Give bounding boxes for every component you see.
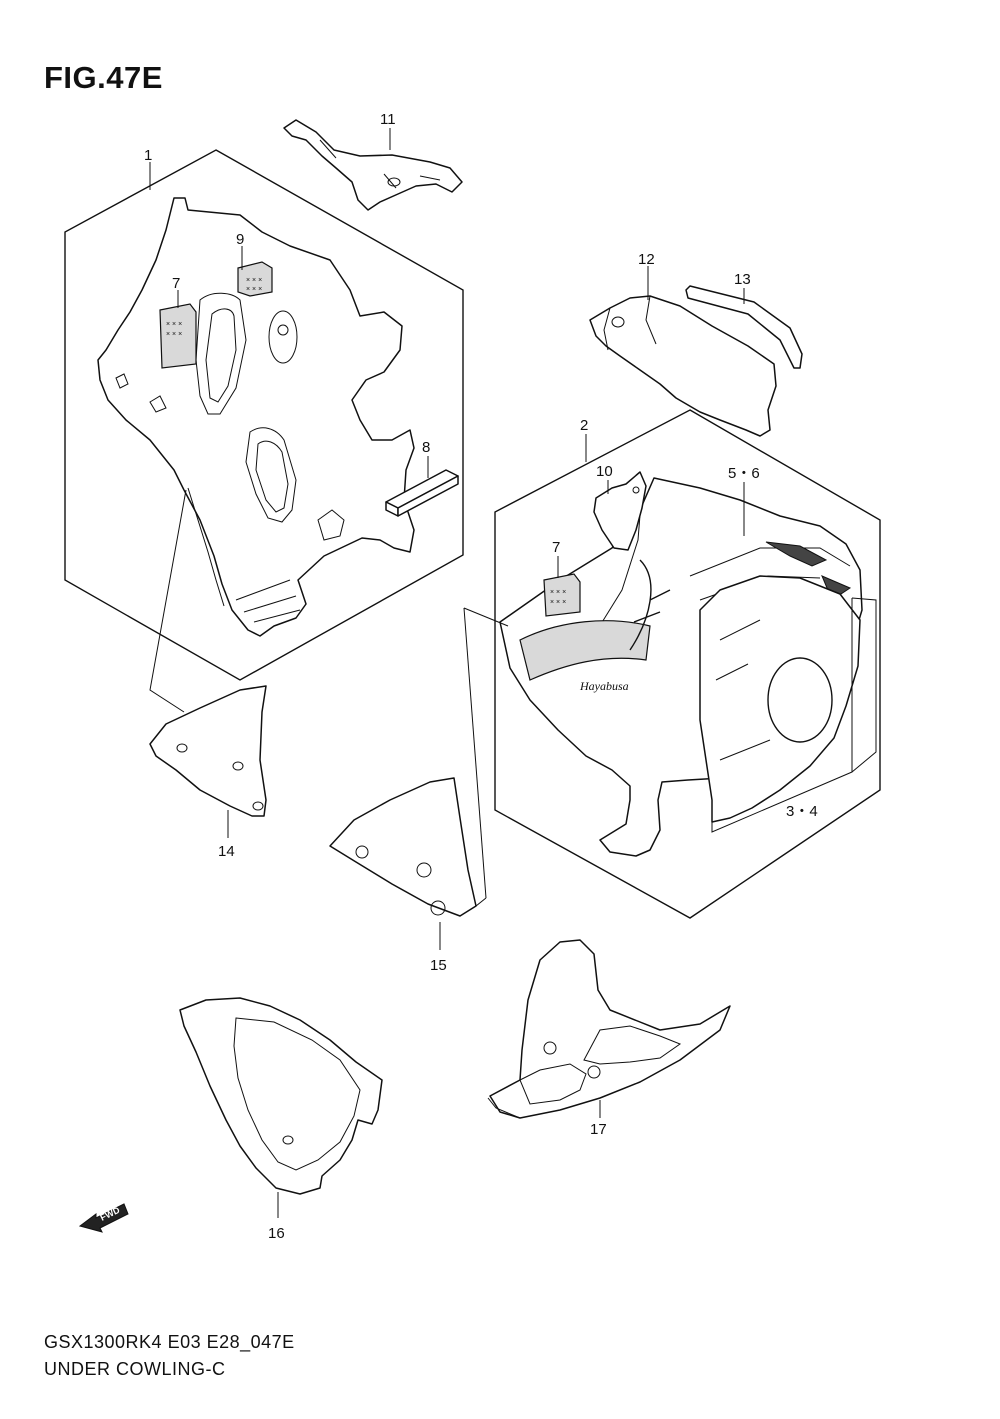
part-16-under-cover[interactable] [179, 997, 383, 1195]
part-7-label-left[interactable]: × × × × × × [159, 303, 197, 369]
part-8-foam-strip[interactable] [385, 469, 459, 517]
part-9-caution-label[interactable]: × × × × × × [237, 261, 273, 297]
callout-11: 11 [380, 111, 396, 128]
svg-text:× × ×: × × × [550, 599, 566, 606]
callout-15: 15 [430, 957, 447, 974]
section-name: UNDER COWLING-C [44, 1359, 226, 1379]
callout-labels: 1 11 9 7 8 12 13 2 10 5・6 7 3・4 14 15 16… [144, 111, 818, 1242]
callout-10: 10 [596, 463, 613, 480]
group-box-part-1 [64, 149, 464, 681]
svg-text:× × ×: × × × [166, 331, 182, 338]
callout-9: 9 [236, 231, 244, 248]
callout-17: 17 [590, 1121, 607, 1138]
callout-2: 2 [580, 417, 588, 434]
svg-text:× × ×: × × × [166, 321, 182, 328]
part-12-panel-cover[interactable] [589, 295, 777, 437]
svg-text:× × ×: × × × [550, 589, 566, 596]
svg-text:× × ×: × × × [246, 286, 262, 293]
part-3-4-lower-panel[interactable] [699, 575, 877, 833]
callout-8: 8 [422, 439, 430, 456]
callout-13: 13 [734, 271, 751, 288]
fwd-direction-badge: FWD [78, 1203, 129, 1233]
svg-text:× × ×: × × × [246, 277, 262, 284]
model-code: GSX1300RK4 E03 E28_047E [44, 1332, 295, 1352]
part-17-under-cover[interactable] [487, 939, 731, 1119]
forward-arrow-icon [78, 1203, 129, 1233]
callout-7-left: 7 [172, 275, 180, 292]
callout-3-4: 3・4 [786, 803, 818, 820]
callout-7-right: 7 [552, 539, 560, 556]
part-15-side-cover[interactable] [329, 777, 477, 917]
svg-text:Hayabusa: Hayabusa [579, 679, 629, 693]
part-7-label-right[interactable]: × × × × × × [543, 573, 581, 617]
part-10-bracket[interactable] [593, 471, 647, 551]
group-box-part-2 [494, 409, 881, 919]
callout-16: 16 [268, 1225, 285, 1242]
figure-title: FIG.47E [44, 60, 163, 95]
callout-1: 1 [144, 147, 152, 164]
callout-14: 14 [218, 843, 235, 860]
callout-5-6: 5・6 [728, 465, 760, 482]
part-14-side-cover[interactable] [149, 685, 267, 817]
part-11-bracket[interactable] [283, 119, 463, 211]
connector-lines [149, 128, 745, 1218]
callout-12: 12 [638, 251, 655, 268]
